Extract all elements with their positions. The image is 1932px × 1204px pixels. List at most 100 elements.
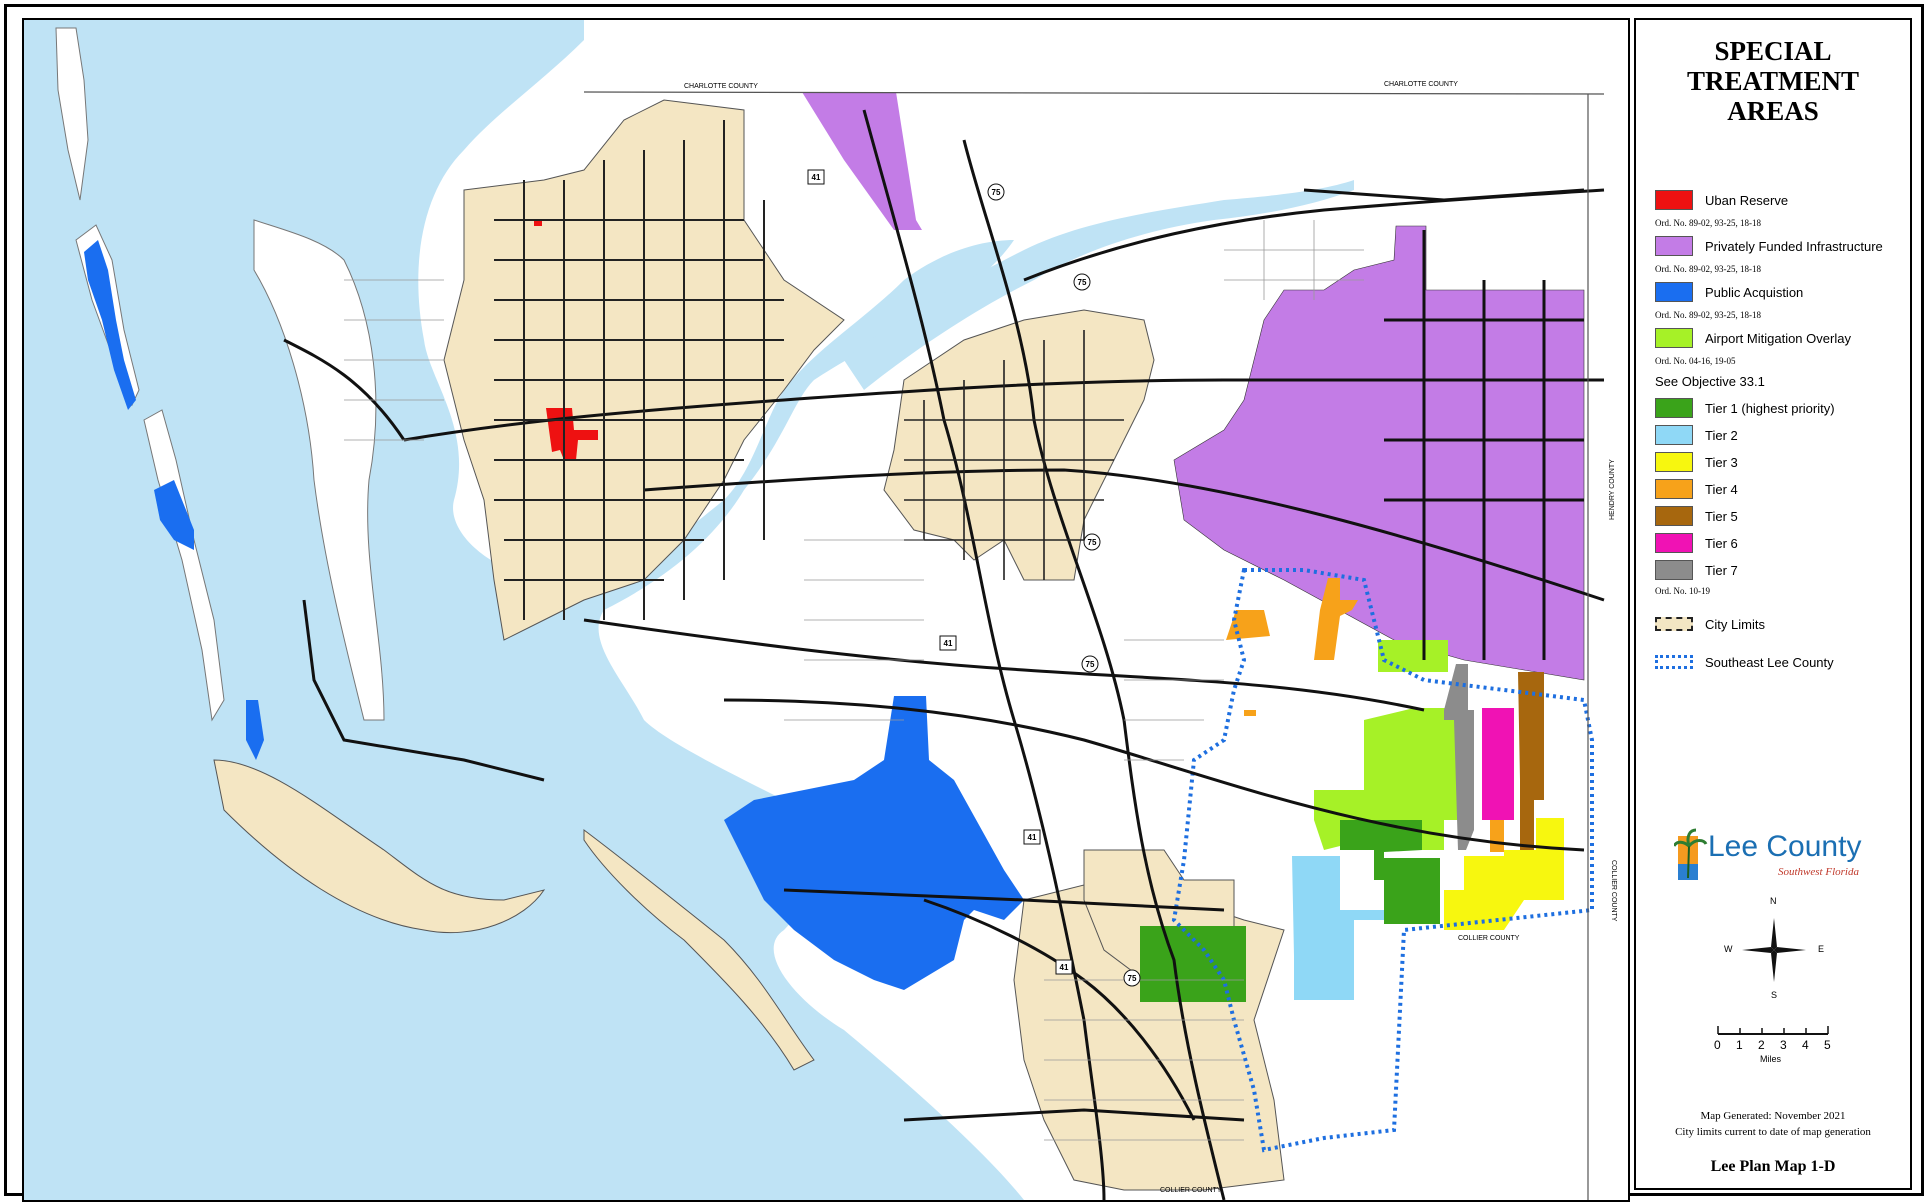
swatch-public-acquisition <box>1655 282 1693 302</box>
legend-item-tier-7: Tier 7 <box>1655 558 1738 582</box>
legend-item-tier-1: Tier 1 (highest priority) <box>1655 396 1835 420</box>
major-roads <box>283 109 1605 1200</box>
svg-text:75: 75 <box>1088 538 1097 547</box>
fort-myers-beach <box>583 828 815 1071</box>
tier-6[interactable] <box>1482 708 1514 820</box>
swatch-tier-5 <box>1655 506 1693 526</box>
legend-item-tier-6: Tier 6 <box>1655 531 1738 555</box>
legend-label: Tier 4 <box>1705 481 1738 497</box>
scale-unit: Miles <box>1760 1054 1782 1064</box>
tier-4-c[interactable] <box>1244 710 1256 716</box>
map-panel[interactable]: CHARLOTTE COUNTY CHARLOTTE COUNTY HENDRY… <box>22 18 1630 1202</box>
interstate-75-shield-1: 75 <box>987 183 1005 201</box>
us-41-shield-4: 41 <box>1055 959 1073 975</box>
us-41-shield-3: 41 <box>1023 829 1041 845</box>
sanibel-island <box>213 759 546 934</box>
southeast-lee-boundary <box>1171 568 1594 1153</box>
svg-text:41: 41 <box>1060 963 1069 972</box>
map-id-label: Lee Plan Map 1-D <box>1710 1158 1836 1175</box>
ordinance-note: Ord. No. 89-02, 93-25, 18-18 <box>1655 264 1761 274</box>
legend-item-tier-4: Tier 4 <box>1655 477 1738 501</box>
county-label-collier-b: COLLIER COUNTY <box>1458 935 1520 942</box>
logo-name: Lee County <box>1708 830 1862 863</box>
compass-s: S <box>1771 990 1778 1000</box>
county-label-hendry: HENDRY COUNTY <box>1609 459 1616 520</box>
palm-tree-icon <box>1672 828 1708 880</box>
scale-bar-graphic <box>1717 1026 1829 1035</box>
public-acquisition-islands-a[interactable] <box>84 240 136 410</box>
legend-item-public-acquisition: Public Acquistion <box>1655 280 1803 304</box>
svg-text:41: 41 <box>1028 833 1037 842</box>
us-41-shield-2: 41 <box>939 635 957 651</box>
tier-2[interactable] <box>1292 856 1384 1000</box>
legend-item-tier-5: Tier 5 <box>1655 504 1738 528</box>
compass-rose-icon <box>1742 918 1806 982</box>
svg-text:41: 41 <box>812 173 821 182</box>
interstate-75-shield-2: 75 <box>1073 273 1091 291</box>
legend-title-line-3: AREAS <box>1727 96 1819 126</box>
swatch-tier-7 <box>1655 560 1693 580</box>
legend-label: Southeast Lee County <box>1705 654 1834 670</box>
us-41-shield-1: 41 <box>807 169 825 185</box>
city-limits-note: City limits current to date of map gener… <box>1675 1126 1871 1138</box>
charlotte-county-line <box>583 91 1605 95</box>
tier-5[interactable] <box>1518 672 1544 850</box>
legend-label: Tier 7 <box>1705 562 1738 578</box>
legend-item-southeast-lee: Southeast Lee County <box>1655 650 1834 674</box>
highway-shields: 75 75 75 75 75 41 41 41 41 <box>807 169 1141 987</box>
airport-mitigation-small[interactable] <box>1378 640 1448 672</box>
privately-funded-north[interactable] <box>802 92 922 230</box>
cape-coral-road-grid <box>494 120 784 620</box>
ordinance-note: Ord. No. 89-02, 93-25, 18-18 <box>1655 310 1761 320</box>
legend-label: Tier 1 (highest priority) <box>1705 400 1835 416</box>
swatch-airport-mitigation <box>1655 328 1693 348</box>
interstate-75-shield-5: 75 <box>1123 969 1141 987</box>
legend-label: Public Acquistion <box>1705 284 1804 300</box>
map-canvas: CHARLOTTE COUNTY CHARLOTTE COUNTY HENDRY… <box>24 20 1628 1200</box>
county-label-charlotte-a: CHARLOTTE COUNTY <box>684 83 758 90</box>
legend-item-urban-reserve: Uban Reserve <box>1655 188 1788 212</box>
tier-4-d[interactable] <box>1490 818 1504 852</box>
public-acquisition-islands-b[interactable] <box>154 480 194 550</box>
airport-mitigation-overlay[interactable] <box>1314 708 1464 850</box>
tier-1-mid[interactable] <box>1384 858 1440 924</box>
privately-funded-east[interactable] <box>1173 225 1585 681</box>
svg-text:75: 75 <box>1086 660 1095 669</box>
scale-tick-3: 3 <box>1780 1038 1787 1052</box>
scale-tick-4: 4 <box>1802 1038 1809 1052</box>
tier-3[interactable] <box>1444 818 1564 930</box>
legend-label: Airport Mitigation Overlay <box>1705 330 1851 346</box>
svg-text:75: 75 <box>992 188 1001 197</box>
legend-label: Tier 3 <box>1705 454 1738 470</box>
legend-panel: SPECIAL TREATMENT AREAS Uban Reserve Ord… <box>1634 18 1912 1190</box>
southeast-lee-swatch <box>1655 655 1693 669</box>
compass-w: W <box>1724 944 1733 954</box>
svg-text:75: 75 <box>1128 974 1137 983</box>
urban-reserve-small[interactable] <box>534 220 542 226</box>
svg-text:75: 75 <box>1078 278 1087 287</box>
legend-item-tier-2: Tier 2 <box>1655 423 1738 447</box>
swatch-tier-6 <box>1655 533 1693 553</box>
scale-bar: 0 1 2 3 4 5 Miles <box>1708 1020 1838 1070</box>
map-generated-date: Map Generated: November 2021 <box>1700 1110 1846 1122</box>
tier-4-b[interactable] <box>1314 578 1358 660</box>
swatch-privately-funded <box>1655 236 1693 256</box>
compass-e: E <box>1818 944 1825 954</box>
county-label-collier-a: COLLIER COUNTY <box>1610 860 1617 922</box>
scale-tick-1: 1 <box>1736 1038 1743 1052</box>
scale-tick-5: 5 <box>1824 1038 1831 1052</box>
tier-1-south[interactable] <box>1140 926 1246 1002</box>
compass-n: N <box>1770 896 1777 906</box>
tier-7[interactable] <box>1444 664 1474 850</box>
public-acquisition-estero-bay[interactable] <box>724 696 1024 990</box>
swatch-tier-2 <box>1655 425 1693 445</box>
legend-label: Tier 6 <box>1705 535 1738 551</box>
pine-island <box>253 219 385 721</box>
public-acquisition-islands-c[interactable] <box>246 700 264 760</box>
swatch-tier-1 <box>1655 398 1693 418</box>
see-objective-note: See Objective 33.1 <box>1655 374 1765 389</box>
legend-label: Tier 2 <box>1705 427 1738 443</box>
city-limits-swatch <box>1655 617 1693 631</box>
legend-label: Privately Funded Infrastructure <box>1705 238 1883 254</box>
legend-label: Uban Reserve <box>1705 192 1789 208</box>
